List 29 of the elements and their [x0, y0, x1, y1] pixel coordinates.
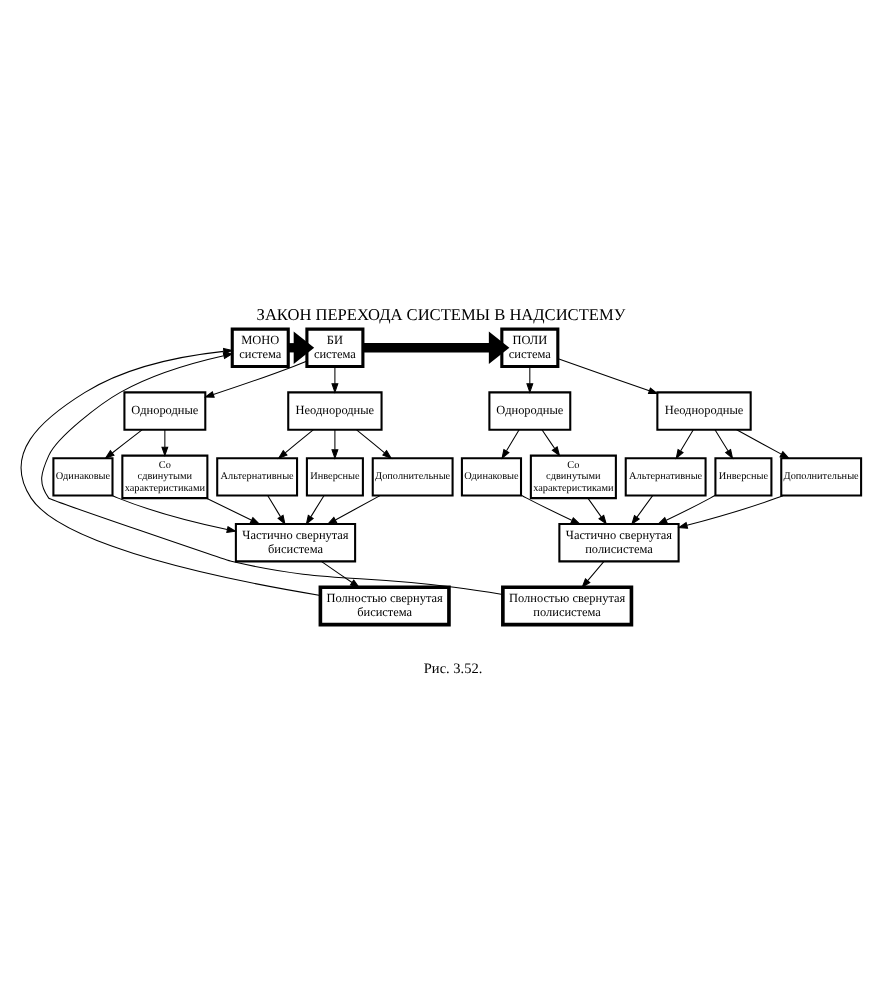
arrow	[203, 359, 307, 397]
arrow	[41, 351, 504, 594]
arrow	[331, 428, 339, 459]
arrow	[557, 357, 659, 394]
arrow	[305, 494, 325, 525]
arrow	[714, 428, 734, 459]
arrow	[581, 559, 605, 588]
arrow	[520, 493, 581, 524]
arrow	[112, 494, 238, 533]
diagram-title: ЗАКОН ПЕРЕХОДА СИСТЕМЫ В НАДСИСТЕМУ	[256, 304, 626, 323]
arrow	[277, 428, 314, 459]
arrow	[161, 428, 169, 457]
arrow	[736, 428, 791, 458]
arrow	[363, 330, 510, 363]
arrow	[104, 428, 143, 459]
arrow	[320, 559, 361, 588]
arrow	[331, 365, 339, 393]
arrow	[677, 494, 784, 528]
arrow	[631, 494, 654, 525]
arrow	[541, 428, 561, 456]
arrow	[675, 428, 694, 459]
arrow	[267, 494, 286, 525]
arrow	[356, 428, 393, 459]
arrow	[587, 496, 608, 525]
arrow	[657, 493, 716, 524]
arrow	[206, 496, 261, 524]
arrow	[501, 428, 520, 459]
arrow	[326, 494, 381, 524]
arrow	[20, 346, 321, 595]
